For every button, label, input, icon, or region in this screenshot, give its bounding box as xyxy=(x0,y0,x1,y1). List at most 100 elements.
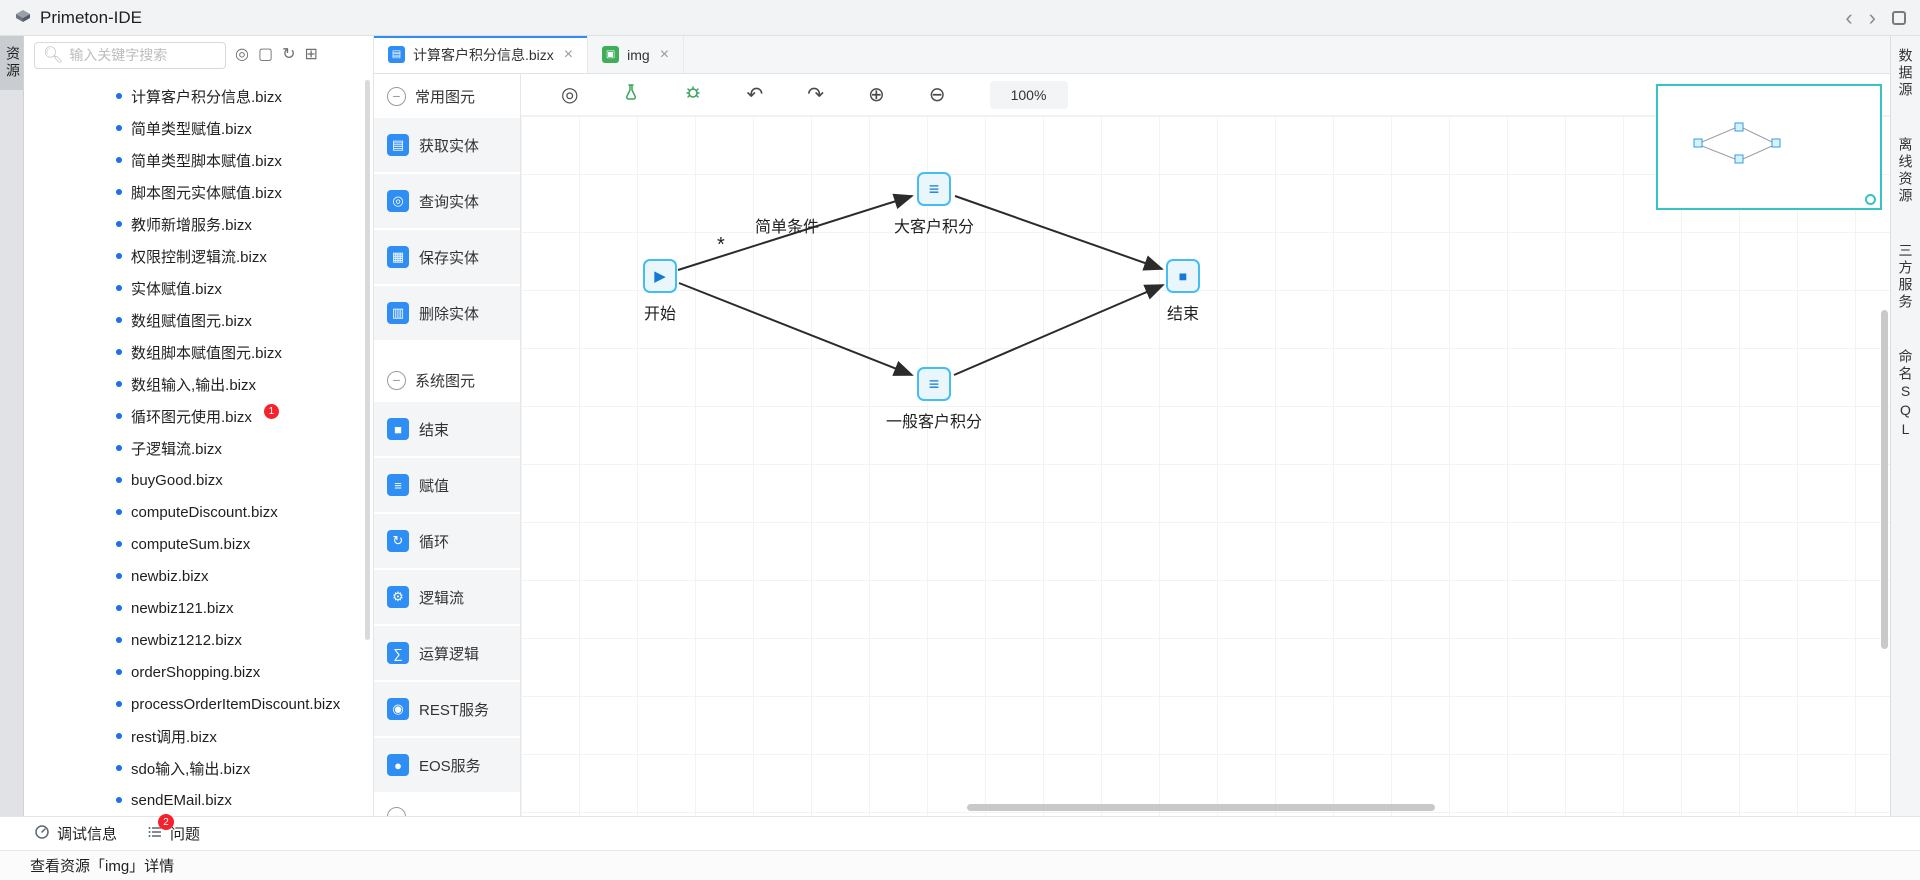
rail-tab-datasource[interactable]: 数据源 xyxy=(1897,48,1914,99)
rail-tab-third-party-services[interactable]: 三方服务 xyxy=(1897,243,1914,311)
flow-edge[interactable] xyxy=(677,193,914,271)
palette-item-loop[interactable]: ↻ 循环 xyxy=(374,514,520,568)
node-normal-customer-points[interactable]: ≡ 一般客户积分 xyxy=(886,367,982,431)
file-item[interactable]: orderShopping.bizx xyxy=(24,656,373,688)
sidebar-scrollbar[interactable] xyxy=(365,80,370,640)
node-big-customer-points[interactable]: ≡ 大客户积分 xyxy=(894,172,974,236)
tab-close-icon[interactable]: × xyxy=(563,45,574,63)
flow-edges xyxy=(677,193,1165,376)
minimap-handle-icon[interactable] xyxy=(1865,194,1876,205)
file-item[interactable]: rest调用.bizx xyxy=(24,720,373,752)
flow-edge[interactable] xyxy=(678,282,914,376)
search-box[interactable]: 🔍︎ xyxy=(34,41,226,69)
file-bullet-icon xyxy=(116,285,122,291)
debug-info-tab[interactable]: 调试信息 xyxy=(34,823,117,844)
palette-item-label: 查询实体 xyxy=(419,193,480,211)
zoom-level[interactable]: 100% xyxy=(989,80,1068,109)
test-flask-icon[interactable] xyxy=(622,83,640,106)
problems-count-badge: 2 xyxy=(158,814,175,830)
edge-condition-label[interactable]: 简单条件 xyxy=(755,219,820,236)
file-item[interactable]: 数组赋值图元.bizx xyxy=(24,304,373,336)
palette-item-eos-service[interactable]: ● EOS服务 xyxy=(374,738,520,792)
locate-icon[interactable]: ◎ xyxy=(235,46,249,63)
file-item[interactable]: buyGood.bizx xyxy=(24,464,373,496)
palette-section-common[interactable]: − 常用图元 xyxy=(374,74,520,118)
file-item[interactable]: newbiz.bizx xyxy=(24,560,373,592)
query-entity-icon: ◎ xyxy=(387,190,409,212)
show-id-icon[interactable]: ◎ xyxy=(561,83,579,106)
file-item[interactable]: computeDiscount.bizx xyxy=(24,496,373,528)
problems-label: 问题 xyxy=(170,826,201,843)
undo-icon[interactable]: ↶ xyxy=(746,83,764,106)
palette-item-delete-entity[interactable]: ▥ 删除实体 xyxy=(374,286,520,340)
file-item[interactable]: computeSum.bizx xyxy=(24,528,373,560)
file-item[interactable]: 教师新增服务.bizx xyxy=(24,208,373,240)
eos-service-icon: ● xyxy=(387,754,409,776)
validate-icon[interactable]: ▢ xyxy=(257,46,274,63)
file-item[interactable]: 数组脚本赋值图元.bizx xyxy=(24,336,373,368)
palette-section-partial[interactable]: − xyxy=(374,794,520,816)
problems-tab[interactable]: 2 问题 xyxy=(147,814,201,844)
tab-bizx-file[interactable]: ▤ 计算客户积分信息.bizx × xyxy=(374,36,589,73)
file-item[interactable]: 子逻辑流.bizx xyxy=(24,432,373,464)
rail-tab-named-sql[interactable]: 命名SQL xyxy=(1897,349,1914,440)
palette-item-logicflow[interactable]: ⚙ 逻辑流 xyxy=(374,570,520,624)
file-item[interactable]: processOrderItemDiscount.bizx xyxy=(24,688,373,720)
palette-item-query-entity[interactable]: ◎ 查询实体 xyxy=(374,174,520,228)
tab-img[interactable]: ▣ img × xyxy=(588,36,685,73)
palette-section-system[interactable]: − 系统图元 xyxy=(374,358,520,402)
panel-icon[interactable]: ⊞ xyxy=(304,46,318,63)
node-start[interactable]: ▶ 开始 xyxy=(643,259,677,323)
bottom-panel-bar: 调试信息 2 问题 xyxy=(0,814,1920,850)
assign-node-icon[interactable]: ≡ xyxy=(917,367,951,401)
node-end[interactable]: ■ 结束 xyxy=(1166,259,1200,323)
horizontal-scrollbar[interactable] xyxy=(967,804,1435,811)
nav-forward-icon[interactable]: › xyxy=(1868,4,1876,30)
palette-item-label: 保存实体 xyxy=(419,249,480,267)
file-item[interactable]: 脚本图元实体赋值.bizx xyxy=(24,176,373,208)
palette-item-save-entity[interactable]: ▦ 保存实体 xyxy=(374,230,520,284)
collapse-icon[interactable]: − xyxy=(387,806,406,816)
refresh-icon[interactable]: ↻ xyxy=(282,46,296,63)
file-label: sdo输入,输出.bizx xyxy=(131,760,251,778)
zoom-out-icon[interactable]: ⊖ xyxy=(928,83,946,106)
end-node-icon[interactable]: ■ xyxy=(1166,259,1200,293)
file-item[interactable]: 实体赋值.bizx xyxy=(24,272,373,304)
search-input[interactable] xyxy=(69,47,208,63)
minimap[interactable] xyxy=(1656,84,1882,210)
tab-close-icon[interactable]: × xyxy=(659,45,670,63)
vertical-scrollbar[interactable] xyxy=(1881,310,1888,649)
zoom-in-icon[interactable]: ⊕ xyxy=(867,83,885,106)
redo-icon[interactable]: ↷ xyxy=(807,83,824,106)
file-item[interactable]: 权限控制逻辑流.bizx xyxy=(24,240,373,272)
collapse-icon[interactable]: − xyxy=(387,370,406,390)
file-item[interactable]: sendEMail.bizx xyxy=(24,784,373,816)
collapse-icon[interactable]: − xyxy=(387,86,406,106)
start-node-icon[interactable]: ▶ xyxy=(643,259,677,293)
file-item[interactable]: 计算客户积分信息.bizx xyxy=(24,80,373,112)
file-item[interactable]: newbiz121.bizx xyxy=(24,592,373,624)
palette-item-operation-logic[interactable]: ∑ 运算逻辑 xyxy=(374,626,520,680)
flow-edge[interactable] xyxy=(953,284,1165,376)
palette-item-get-entity[interactable]: ▤ 获取实体 xyxy=(374,118,520,172)
flow-edge[interactable] xyxy=(954,195,1164,271)
file-item[interactable]: 简单类型脚本赋值.bizx xyxy=(24,144,373,176)
file-bullet-icon xyxy=(116,381,122,387)
file-item[interactable]: newbiz1212.bizx xyxy=(24,624,373,656)
debug-bug-icon[interactable] xyxy=(684,83,702,106)
file-item[interactable]: 简单类型赋值.bizx xyxy=(24,112,373,144)
nav-back-icon[interactable]: ‹ xyxy=(1845,4,1853,30)
file-label: newbiz1212.bizx xyxy=(131,631,242,649)
rail-tab-offline-resources[interactable]: 离线资源 xyxy=(1897,137,1914,205)
window-layout-icon[interactable] xyxy=(1892,10,1906,25)
palette-item-end[interactable]: ■ 结束 xyxy=(374,402,520,456)
flow-canvas[interactable]: 简单条件 * ▶ 开始 ≡ 大客户积分 ≡ 一般客户积分 xyxy=(521,116,1890,816)
palette-item-assign[interactable]: ≡ 赋值 xyxy=(374,458,520,512)
palette-item-rest-service[interactable]: ◉ REST服务 xyxy=(374,682,520,736)
file-item[interactable]: sdo输入,输出.bizx xyxy=(24,752,373,784)
file-item[interactable]: 数组输入,输出.bizx xyxy=(24,368,373,400)
assign-node-icon[interactable]: ≡ xyxy=(917,172,951,206)
file-bullet-icon xyxy=(116,765,122,771)
resources-rail-tab[interactable]: 资源 xyxy=(0,36,23,90)
